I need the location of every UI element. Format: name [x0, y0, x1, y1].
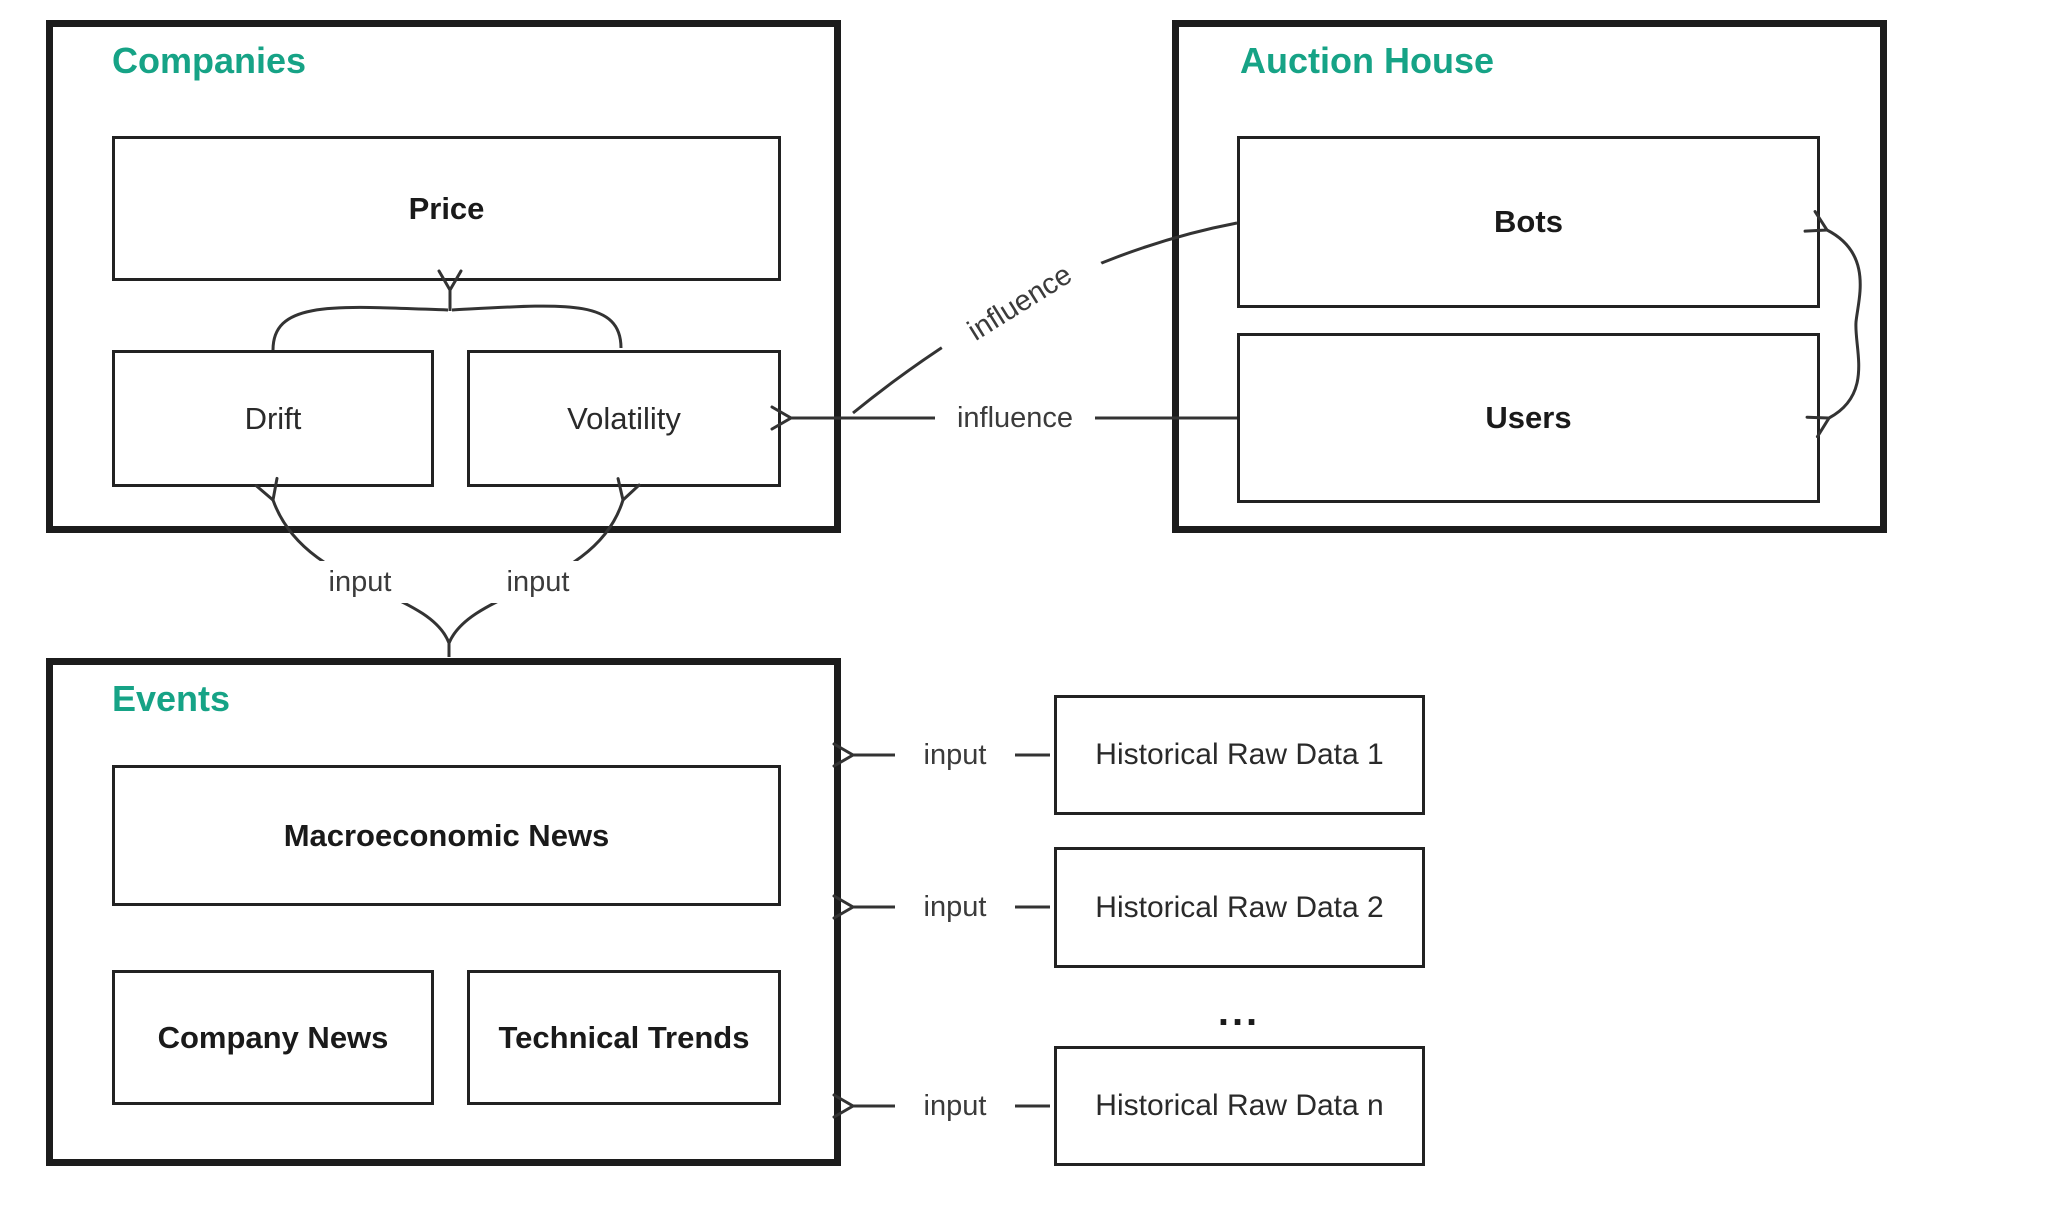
ellipsis-more-data: ...	[1217, 990, 1261, 1034]
node-drift-label: Drift	[244, 400, 302, 436]
group-events-title: Events	[112, 678, 231, 719]
group-companies-title: Companies	[112, 40, 307, 81]
edge-label-input-hrd1: input	[895, 734, 1015, 776]
node-historical-raw-data-2: Historical Raw Data 2	[1054, 847, 1425, 968]
node-bots: Bots	[1237, 136, 1820, 308]
node-technical-trends: Technical Trends	[467, 970, 781, 1105]
node-macroeconomic-news: Macroeconomic News	[112, 765, 781, 906]
node-price: Price	[112, 136, 781, 281]
node-company-news: Company News	[112, 970, 434, 1105]
edge-label-influence-users: influence	[935, 397, 1095, 439]
node-users: Users	[1237, 333, 1820, 503]
node-company-news-label: Company News	[157, 1019, 389, 1055]
node-historical-raw-data-2-label: Historical Raw Data 2	[1095, 890, 1384, 924]
edge-label-input-hrdn: input	[895, 1085, 1015, 1127]
edge-bots-users-arc	[1803, 210, 1862, 439]
node-users-label: Users	[1485, 400, 1572, 435]
node-volatility-label: Volatility	[567, 400, 681, 436]
node-bots-label: Bots	[1494, 204, 1563, 239]
node-historical-raw-data-1-label: Historical Raw Data 1	[1095, 738, 1384, 771]
edge-bots-to-volatility	[852, 221, 1238, 415]
node-technical-trends-label: Technical Trends	[498, 1019, 750, 1055]
edge-drift-to-price	[271, 305, 449, 351]
node-historical-raw-data-1: Historical Raw Data 1	[1054, 695, 1425, 815]
edge-label-input-volatility: input	[473, 561, 603, 603]
group-companies	[46, 20, 841, 533]
node-historical-raw-data-n-label: Historical Raw Data n	[1095, 1089, 1384, 1122]
node-macroeconomic-news-label: Macroeconomic News	[283, 817, 610, 853]
node-volatility: Volatility	[467, 350, 781, 487]
node-price-label: Price	[408, 190, 485, 226]
edge-label-input-drift: input	[295, 561, 425, 603]
group-auction-house	[1172, 20, 1887, 533]
edge-volatility-to-price	[451, 304, 623, 349]
group-auction-house-title: Auction House	[1240, 40, 1495, 81]
node-historical-raw-data-n: Historical Raw Data n	[1054, 1046, 1425, 1166]
edge-label-input-hrd2: input	[895, 886, 1015, 928]
